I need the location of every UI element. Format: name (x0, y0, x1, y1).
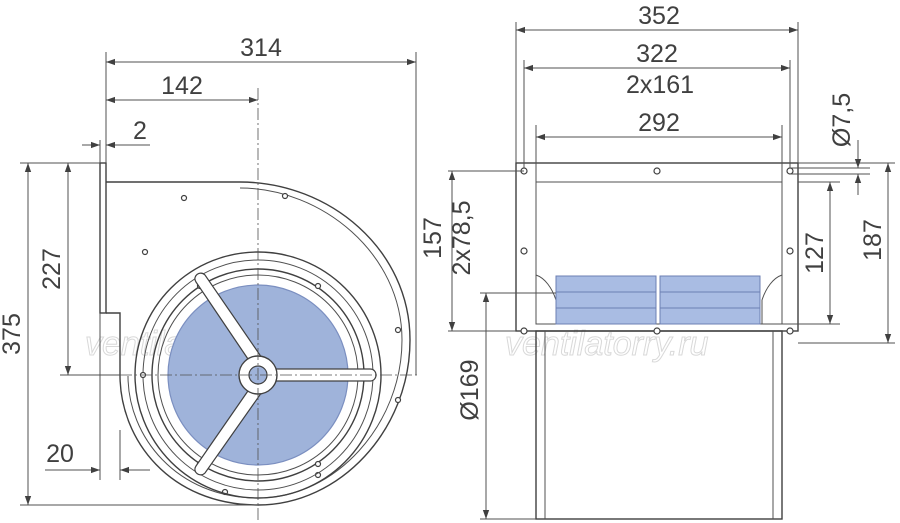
dim-inlet-dia: Ø169 (456, 359, 484, 420)
bolt-hole (314, 460, 322, 468)
impeller-wheel (555, 275, 761, 325)
flange-hole (786, 247, 794, 255)
dim-227: 227 (38, 248, 66, 290)
dim-314: 314 (240, 34, 282, 62)
dim-2x161: 2x161 (626, 71, 694, 99)
dim-20: 20 (46, 440, 74, 468)
flange-hole (520, 247, 528, 255)
front-view: 352 322 2x161 292 Ø7,5 157 2x78,5 127 18… (419, 2, 895, 520)
flange-hole (653, 167, 661, 175)
outlet-flange (99, 162, 107, 314)
dim-375: 375 (0, 313, 26, 355)
bolt-hole (141, 248, 149, 256)
flange-hole (653, 327, 661, 335)
dim-157: 157 (419, 217, 447, 259)
dim-352: 352 (638, 2, 680, 30)
bolt-hole (180, 194, 188, 202)
dim-292: 292 (638, 109, 680, 137)
bolt-hole (314, 282, 322, 290)
dim-187: 187 (859, 219, 887, 261)
scroll-housing-outline (106, 181, 411, 506)
flange-hole (520, 327, 528, 335)
flange-hole (786, 327, 794, 335)
flange-hole (786, 167, 794, 175)
side-view: 314 142 2 375 227 20 (0, 34, 418, 520)
bolt-hole (394, 326, 402, 334)
bolt-hole (394, 396, 402, 404)
dim-hole-dia: Ø7,5 (828, 93, 856, 147)
dim-142: 142 (161, 72, 203, 100)
dim-2: 2 (133, 117, 147, 145)
dim-322: 322 (636, 40, 678, 68)
dim-127: 127 (801, 232, 829, 274)
bolt-hole (281, 192, 289, 200)
dim-2x78-5: 2x78,5 (448, 200, 476, 275)
